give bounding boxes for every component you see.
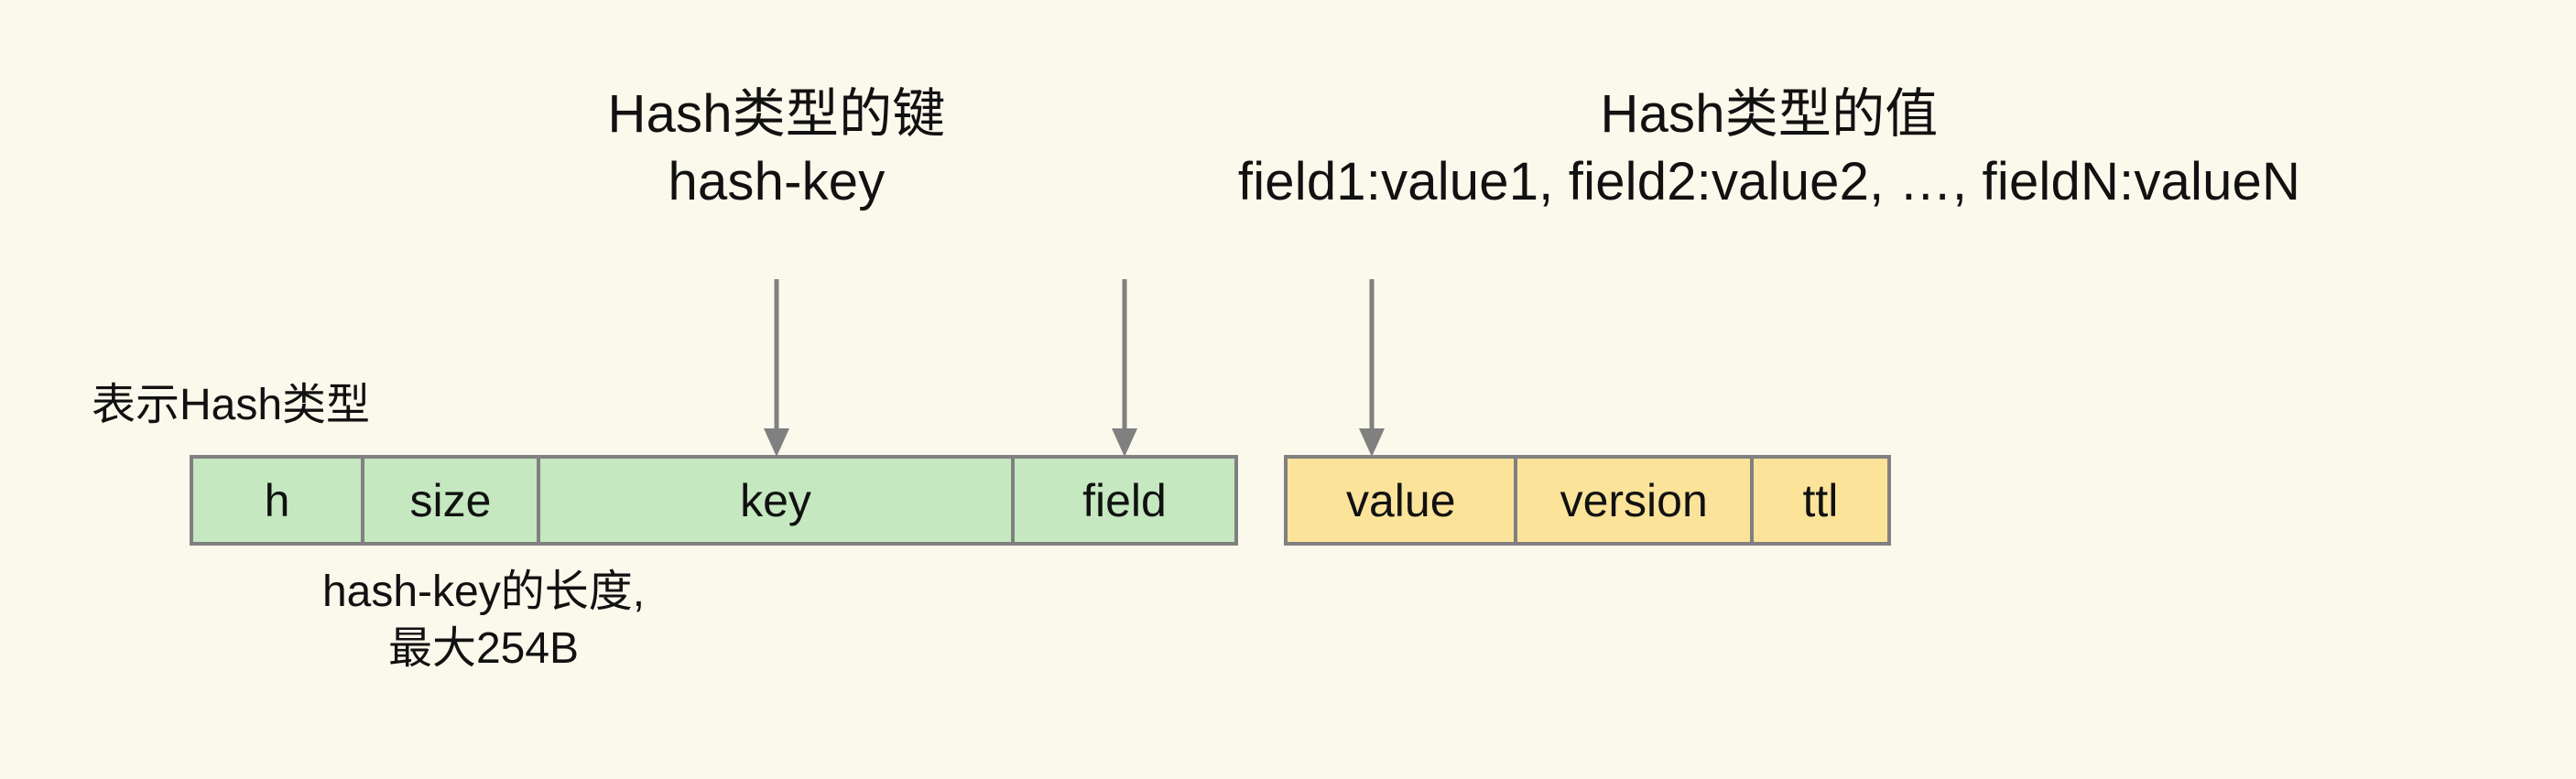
arrow-to-value-cell-icon xyxy=(1359,279,1385,457)
hash-key-length-note-line1: hash-key的长度, xyxy=(321,568,646,616)
key-cell-field: field xyxy=(1082,474,1167,526)
key-cell-key: key xyxy=(540,459,1015,542)
value-callout-title: Hash类型的值 xyxy=(1600,84,1939,144)
value-callout: Hash类型的值 field1:value1, field2:value2, …… xyxy=(1238,81,2300,216)
key-callout-title: Hash类型的键 xyxy=(607,84,946,144)
hash-type-note: 表示Hash类型 xyxy=(92,381,371,429)
arrow-to-field-cell-icon xyxy=(1112,279,1137,457)
value-callout-detail: field1:value1, field2:value2, …, fieldN:… xyxy=(1237,152,2301,212)
hash-key-length-note: hash-key的长度, 最大254B xyxy=(322,564,645,678)
key-callout-detail: hash-key xyxy=(668,152,886,212)
hash-key-length-note-line2: 最大254B xyxy=(387,624,580,674)
key-cell-h: h xyxy=(193,459,364,542)
value-cell-value: value xyxy=(1288,459,1518,542)
arrow-to-key-cell-icon xyxy=(764,279,789,457)
key-cell-size: size xyxy=(364,459,540,542)
value-cell-ttl: ttl xyxy=(1802,474,1839,526)
value-layout-strip: value version ttl xyxy=(1284,455,1891,546)
value-cell-version: version xyxy=(1517,459,1754,542)
key-callout: Hash类型的键 hash-key xyxy=(608,81,946,216)
key-layout-strip: h size key field xyxy=(190,455,1238,546)
